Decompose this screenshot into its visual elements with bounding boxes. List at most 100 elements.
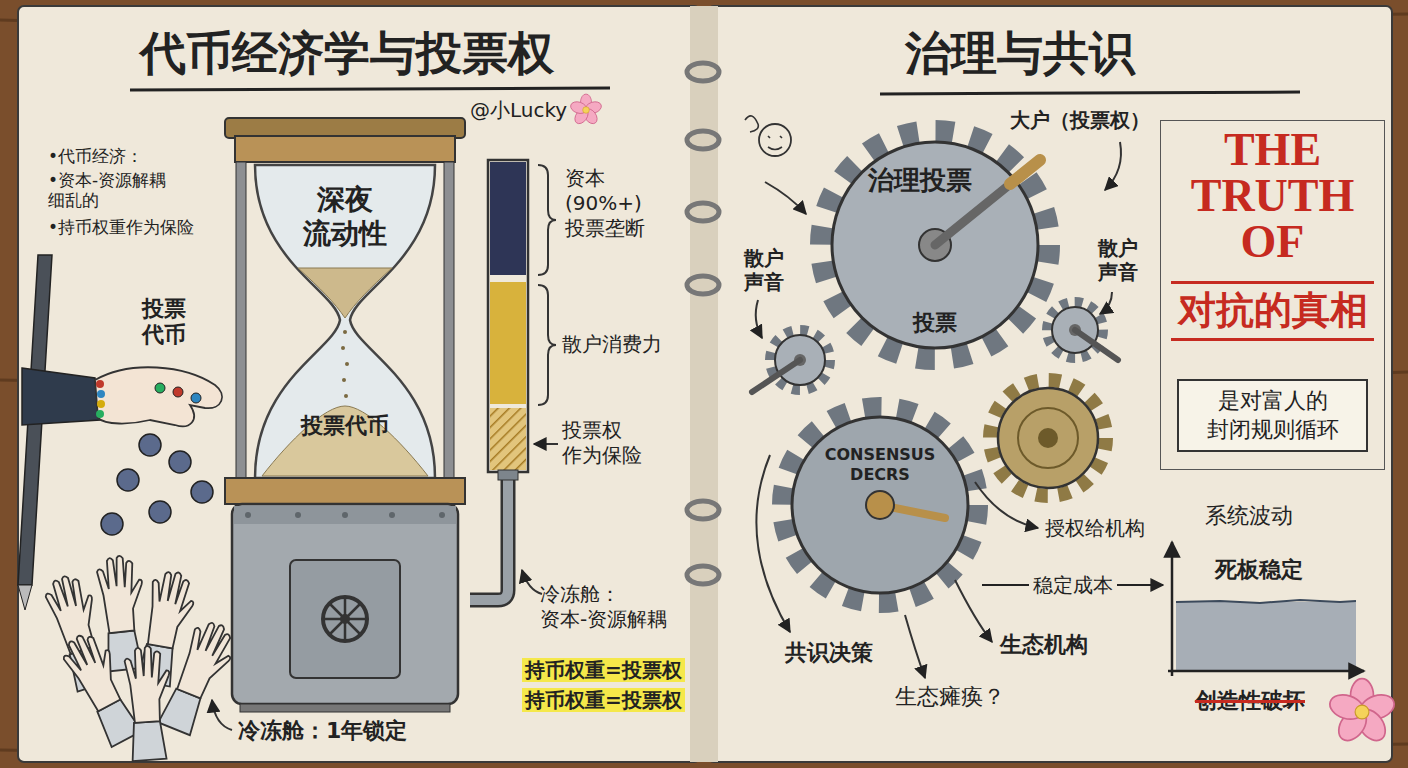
hourglass — [343, 330, 347, 334]
highlight-note: 持币权重=投票权 — [522, 688, 685, 712]
node-text: 投票 — [913, 310, 957, 336]
gears — [866, 491, 894, 519]
brackets-and-leaders — [538, 285, 556, 405]
doodle — [759, 124, 791, 156]
reaching-hands — [124, 645, 175, 762]
text-line: 声音 — [1098, 260, 1138, 284]
freezer-vault — [323, 597, 367, 641]
node-text: CONSENSUS DECRS — [780, 445, 980, 485]
highlight-note: 持币权重=投票权 — [522, 658, 685, 682]
notebook — [687, 276, 719, 294]
text-line: DECRS — [780, 465, 980, 485]
stability-chart — [1176, 600, 1356, 603]
callout-label: 投票 代币 — [142, 296, 186, 349]
hourglass — [298, 268, 392, 318]
notebook — [18, 6, 700, 762]
hourglass — [344, 394, 348, 398]
brackets-and-leaders — [538, 165, 556, 275]
flow-arrows — [756, 300, 762, 338]
notebook — [687, 501, 719, 519]
freezer-vault — [225, 478, 465, 712]
outcome-label: 授权给机构 — [1045, 516, 1145, 540]
freezer-vault — [232, 504, 458, 704]
falling-coins — [139, 434, 161, 456]
notebook — [687, 131, 719, 149]
power-bar — [490, 282, 526, 404]
flow-arrows — [955, 580, 992, 642]
text-line: 细乱的 — [48, 190, 166, 210]
power-bar — [488, 160, 528, 472]
power-bar — [470, 472, 508, 600]
freezer-vault — [389, 512, 395, 518]
text-line: 是对富人的 — [1183, 387, 1362, 416]
rich-hand — [97, 390, 105, 398]
node-text: 是对富人的 封闭规则循环 — [1177, 379, 1368, 452]
callout-label: 冷冻舱： 资本-资源解耦 — [540, 582, 667, 632]
callout-label: 大户（投票权） — [1010, 108, 1150, 132]
freezer-vault — [225, 478, 465, 504]
stability-chart — [1171, 542, 1174, 676]
gears — [990, 380, 1106, 496]
notebook — [687, 63, 719, 81]
hourglass — [235, 136, 455, 162]
governance-gear: 治理投票投票 — [810, 120, 1060, 370]
notebook — [708, 6, 1392, 762]
falling-coins — [101, 513, 123, 535]
reaching-hands — [157, 617, 240, 739]
text-line: 投票权 — [562, 418, 642, 443]
text-line: (90%+) — [565, 191, 645, 216]
hourglass — [255, 165, 435, 478]
rich-hand — [155, 383, 165, 393]
falling-coins — [149, 501, 171, 523]
rich-hand — [97, 400, 105, 408]
bar-label: 资本 (90%+) 投票垄断 — [565, 166, 645, 241]
hourglass — [341, 346, 345, 350]
watermark: @小Lucky — [470, 98, 567, 122]
power-bar — [490, 408, 526, 470]
node-text: THE TRUTH OF — [1161, 127, 1384, 265]
notebook — [687, 203, 719, 221]
gears — [1038, 428, 1058, 448]
text-line: 声音 — [744, 270, 784, 294]
bullet-note: •持币权重作为保险 — [48, 217, 194, 237]
falling-coins — [101, 434, 213, 535]
gears — [822, 132, 1048, 358]
reaching-hands — [41, 554, 240, 761]
truth-box: THE TRUTH OF对抗的真相是对富人的 封闭规则循环 — [1160, 120, 1385, 470]
text-line: •资本-资源解耦 — [48, 170, 166, 190]
struck-label: 创造性破坏 — [1195, 688, 1305, 714]
text-line: 资本 — [565, 166, 645, 191]
rich-hand — [191, 393, 201, 403]
stability-chart — [1176, 602, 1356, 670]
edge-label: 稳定成本 — [1029, 573, 1117, 597]
power-bar — [490, 162, 526, 275]
rich-hand — [22, 368, 100, 425]
notebook — [18, 6, 1392, 762]
freezer-vault — [290, 560, 400, 678]
hourglass — [236, 162, 246, 480]
power-bar — [470, 160, 528, 600]
falling-coins — [169, 451, 191, 473]
freezer-vault — [295, 512, 301, 518]
doodle — [765, 182, 806, 214]
gears — [1018, 408, 1078, 468]
text-line: TRUTH — [1161, 173, 1384, 219]
doodle — [745, 116, 806, 214]
gears — [1075, 330, 1118, 360]
text-line: 流动性 — [255, 217, 435, 251]
text-line: 投票垄断 — [565, 216, 645, 241]
brackets-and-leaders — [212, 165, 558, 730]
flow-arrows — [756, 142, 1121, 678]
hourglass — [444, 162, 454, 480]
rich-hand — [95, 367, 222, 426]
text-line: 封闭规则循环 — [1183, 416, 1362, 445]
text-line: 散户 — [744, 246, 784, 270]
doodle — [745, 116, 782, 150]
text-line: CONSENSUS — [780, 445, 980, 465]
text-line: 散户 — [1098, 236, 1138, 260]
rich-hand — [22, 367, 222, 426]
gears — [752, 360, 800, 392]
node-text: 深夜 流动性 — [255, 183, 435, 250]
